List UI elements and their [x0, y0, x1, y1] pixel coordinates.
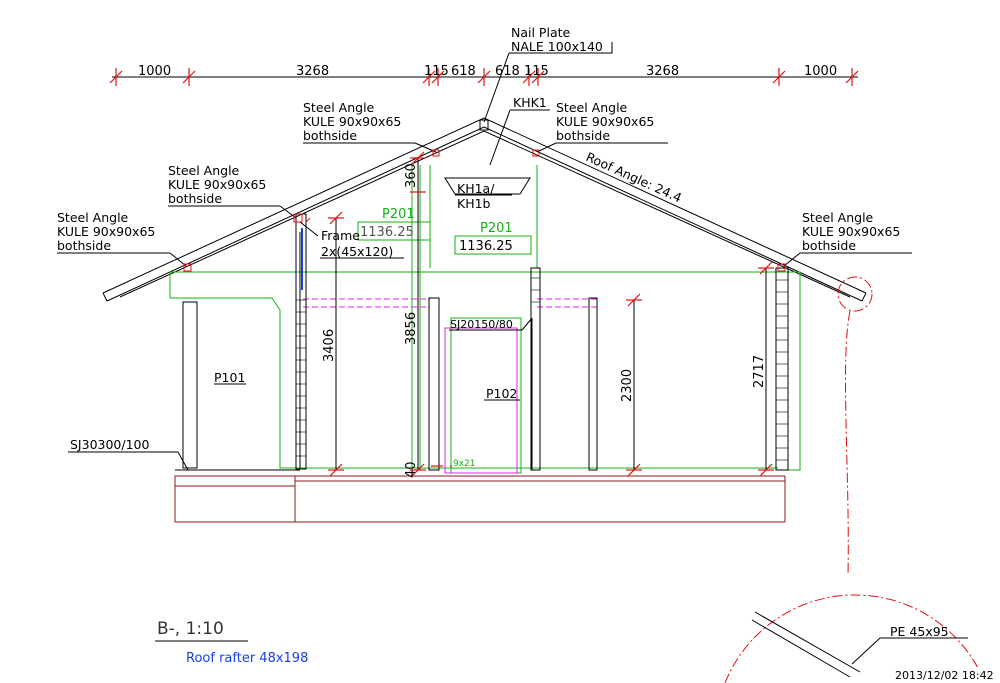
roof-outline: [102, 117, 867, 302]
dim-2717: 2717: [752, 355, 767, 388]
p201-left-label: P201: [382, 207, 415, 222]
kule-right-low: KULE 90x90x65: [802, 224, 900, 239]
timestamp-box: [892, 667, 1000, 683]
kule-right-top: KULE 90x90x65: [556, 114, 654, 129]
kule-left-low: KULE 90x90x65: [57, 224, 155, 239]
dim-2300: 2300: [620, 369, 635, 402]
dim-top-2: 3268: [296, 64, 329, 79]
steel-angle-right-top: Steel Angle: [556, 100, 628, 115]
kule-left-top: KULE 90x90x65: [303, 114, 401, 129]
green-structure: [169, 165, 801, 474]
p201-left-value: 1136.25: [360, 225, 414, 240]
bothside-left-low: bothside: [57, 238, 111, 253]
dim-top-3: 115: [424, 64, 449, 79]
roof-rafter-note: Roof rafter 48x198: [186, 651, 308, 666]
steel-angle-left-low: Steel Angle: [57, 210, 129, 225]
steel-angle-left-mid: Steel Angle: [168, 163, 240, 178]
bothside-right-top: bothside: [556, 128, 610, 143]
frame-spec: 2x(45x120): [321, 244, 393, 259]
walls: [182, 213, 789, 471]
sj20150-label: SJ20150/80: [450, 318, 513, 331]
dim-top-4: 618: [451, 64, 476, 79]
roof-angle-label: Roof Angle: 24.4: [584, 149, 684, 205]
timestamp: 2013/12/02 18:42: [895, 669, 994, 682]
dim-360: 360: [404, 163, 419, 188]
sj30300-label: SJ30300/100: [70, 437, 150, 452]
floor-slab: [174, 475, 786, 523]
wall-hatch: [296, 277, 788, 461]
detail-rafter: [751, 611, 968, 678]
leader-lines: [57, 42, 912, 471]
dim-3856: 3856: [404, 312, 419, 345]
bothside-left-top: bothside: [303, 128, 357, 143]
kh1b-label: KH1b: [457, 196, 491, 211]
kule-left-mid: KULE 90x90x65: [168, 177, 266, 192]
p201-right-value: 1136.25: [459, 239, 513, 254]
p101-label: P101: [214, 370, 245, 385]
frame-label: Frame: [321, 228, 360, 243]
p102-label: P102: [486, 386, 517, 401]
dim-top-5: 618: [495, 64, 520, 79]
dim-40: 40: [404, 461, 419, 478]
nail-plate-label: Nail Plate: [511, 25, 571, 40]
khk1-label: KHK1: [513, 95, 547, 110]
dim-top-8: 1000: [804, 64, 837, 79]
dim-top-6: 115: [524, 64, 549, 79]
nail-plate-spec: NALE 100x140: [511, 39, 603, 54]
steel-angle-right-low: Steel Angle: [802, 210, 874, 225]
bothside-left-mid: bothside: [168, 191, 222, 206]
section-title: B-, 1:10: [157, 619, 224, 639]
vertical-dim-ticks: [328, 151, 774, 477]
dim-3406: 3406: [322, 329, 337, 362]
top-dimension-ticks: [109, 68, 859, 86]
dim-top-1: 1000: [138, 64, 171, 79]
detail-callout: [724, 276, 986, 683]
p201-right-label: P201: [480, 221, 513, 236]
steel-angle-markers: [183, 149, 786, 467]
kh1a-label: KH1a/: [457, 181, 495, 196]
kh1-gusset: [444, 177, 531, 195]
pe-label: PE 45x95: [890, 624, 949, 639]
steel-angle-left-top: Steel Angle: [303, 100, 375, 115]
vertical-dimensions: [335, 158, 767, 470]
bothside-right-low: bothside: [802, 238, 856, 253]
nine-x-21-label: 9x21: [453, 459, 476, 469]
dim-top-7: 3268: [646, 64, 679, 79]
